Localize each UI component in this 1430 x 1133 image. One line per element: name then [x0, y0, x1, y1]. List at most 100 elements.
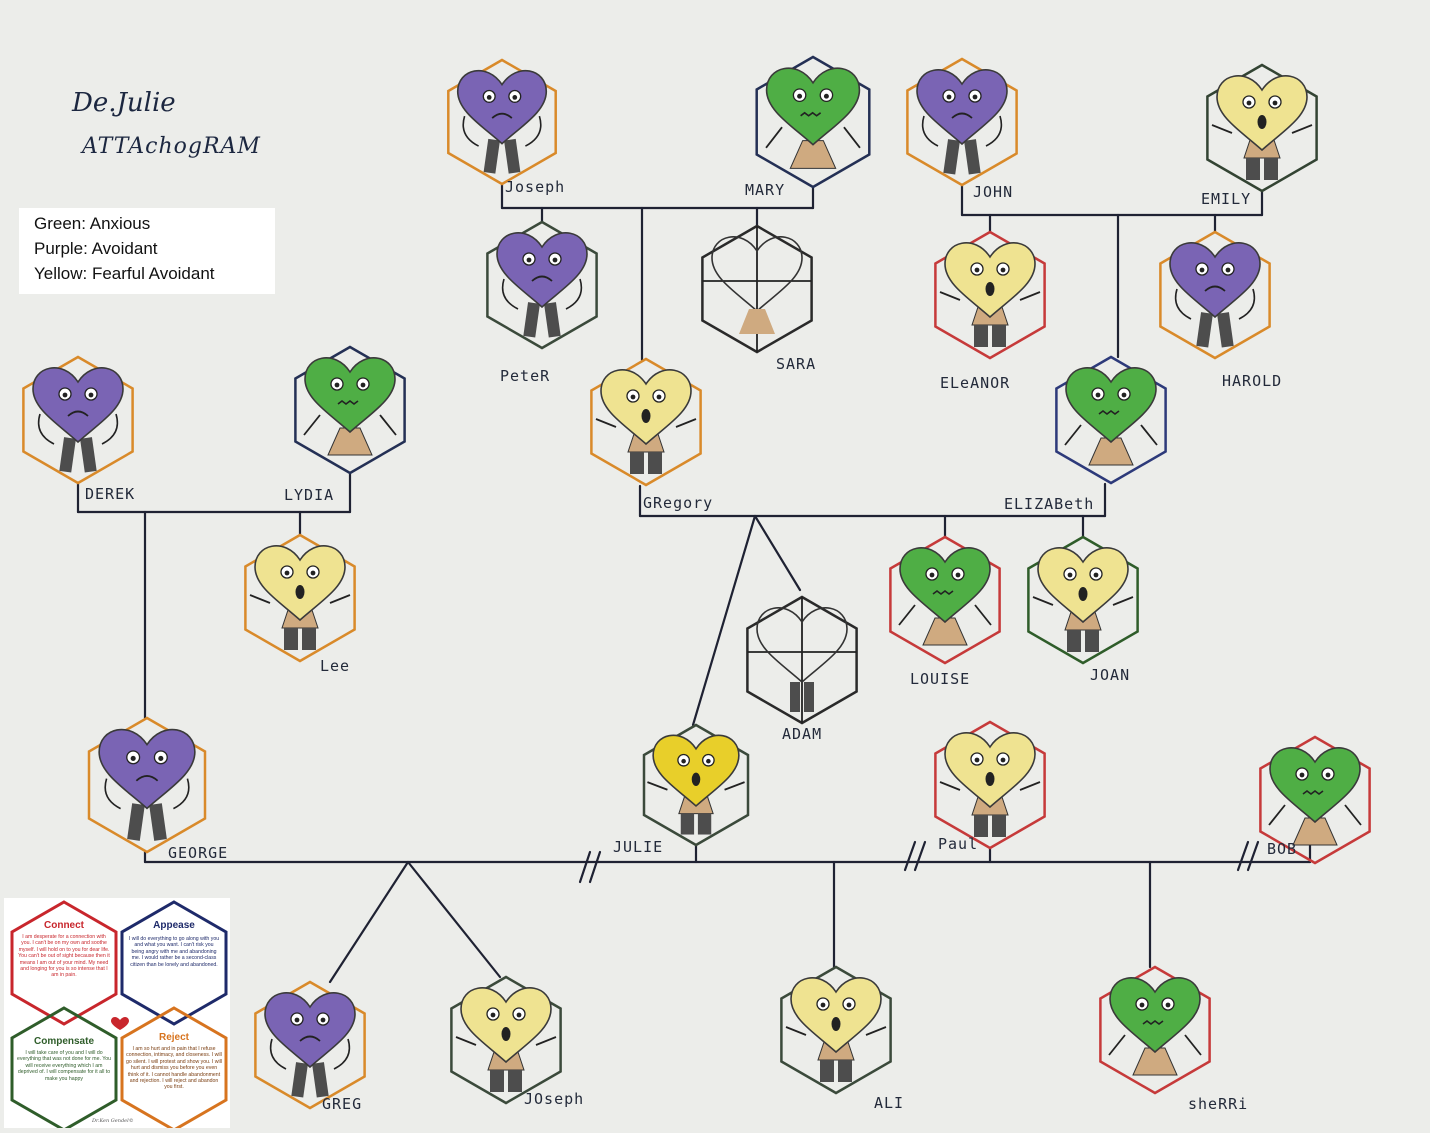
heart-icon — [98, 728, 196, 810]
hexagon — [642, 723, 750, 847]
person-node-mary — [755, 55, 871, 189]
hexagon — [1259, 735, 1371, 865]
name-adam: ADAM — [782, 725, 823, 743]
heart-icon — [944, 242, 1036, 319]
person-node-julie — [642, 723, 750, 847]
heart-icon — [1065, 367, 1157, 444]
name-eleanor: ELeANOR — [940, 374, 1011, 392]
name-ali: ALI — [874, 1094, 905, 1112]
person-node-lee — [244, 533, 356, 663]
hexagon — [934, 720, 1046, 850]
name-sara: SARA — [776, 355, 817, 373]
compensate-title: Compensate — [33, 1036, 94, 1047]
name-derek: DEREK — [85, 485, 136, 503]
relationship-line — [588, 850, 602, 884]
heart-icon — [1216, 75, 1308, 152]
name-joseph-child: JOseph — [524, 1090, 585, 1108]
name-gregory: GRegory — [643, 494, 714, 512]
color-legend: Green: Anxious Purple: Avoidant Yellow: … — [19, 208, 275, 294]
compensate-text: I will take care of you and I will do ev… — [16, 1050, 111, 1082]
hexagon — [87, 716, 207, 854]
relationship-line — [903, 840, 917, 872]
hexagon — [590, 357, 702, 487]
relationship-line — [1246, 840, 1260, 872]
hexagon — [755, 55, 871, 189]
relationship-line — [578, 850, 592, 884]
person-node-adam — [746, 595, 858, 725]
heart-icon — [254, 545, 346, 622]
name-louise: LOUISE — [910, 670, 971, 688]
heart-icon — [916, 69, 1008, 146]
heart-icon — [765, 67, 861, 146]
heart-icon — [899, 547, 991, 624]
name-mary: MARY — [745, 181, 786, 199]
hexagon — [1099, 965, 1211, 1095]
heart-icon — [111, 1017, 129, 1030]
hexagon — [450, 975, 562, 1105]
heart-icon — [264, 992, 356, 1069]
hexagon — [244, 533, 356, 663]
person-node-joseph — [450, 975, 562, 1105]
person-node-peter — [486, 220, 598, 350]
diagram-title: De.Julie — [72, 88, 176, 118]
person-node-george — [87, 716, 207, 854]
name-joan: JOAN — [1090, 666, 1131, 684]
heart-icon — [496, 232, 588, 309]
person-node-joan — [1027, 535, 1139, 665]
person-node-louise — [889, 535, 1001, 665]
name-sherri: sheRRi — [1188, 1095, 1249, 1113]
person-node-sherri — [1099, 965, 1211, 1095]
person-node-elizabeth — [1055, 355, 1167, 485]
person-node-paul — [934, 720, 1046, 850]
name-peter: PeteR — [500, 367, 551, 385]
name-bob: BOB — [1267, 840, 1298, 858]
relationship-line — [1236, 840, 1250, 872]
person-node-emily — [1206, 63, 1318, 193]
person-node-derek — [22, 355, 134, 485]
person-node-gregory — [590, 357, 702, 487]
hexagon — [934, 230, 1046, 360]
person-node-bob — [1259, 735, 1371, 865]
card-hexagons — [10, 900, 228, 1128]
attachment-styles-card: Connect I am desperate for a connection … — [4, 898, 230, 1128]
name-paul: Paul — [938, 835, 979, 853]
person-nodes — [22, 55, 1371, 1110]
connect-title: Connect — [44, 920, 84, 931]
hexagon — [1055, 355, 1167, 485]
legend-purple: Purple: Avoidant — [34, 239, 158, 258]
person-node-greg — [254, 980, 366, 1110]
reject-title: Reject — [158, 1032, 189, 1043]
name-john: JOHN — [973, 183, 1014, 201]
heart-icon — [460, 987, 552, 1064]
person-node-eleanor — [934, 230, 1046, 360]
person-node-harold — [1159, 230, 1271, 360]
relationship-line — [753, 514, 802, 592]
name-elizabeth: ELIZABeth — [1004, 495, 1095, 513]
name-lee: Lee — [320, 657, 351, 675]
heart-icon — [1169, 242, 1261, 319]
name-george: GEORGE — [168, 844, 229, 862]
hexagon — [1206, 63, 1318, 193]
legend-yellow: Yellow: Fearful Avoidant — [34, 264, 215, 283]
card-credit: Dr.Ken Gendel© — [92, 1118, 134, 1124]
heart-icon — [304, 357, 396, 434]
person-node-lydia — [294, 345, 406, 475]
hexagon — [1027, 535, 1139, 665]
person-node-sara — [701, 224, 813, 354]
name-lydia: LYDIA — [284, 486, 335, 504]
heart-icon — [790, 977, 882, 1054]
person-node-joseph — [447, 58, 557, 186]
heart-icon — [456, 69, 548, 145]
hexagon — [906, 57, 1018, 187]
hexagon — [447, 58, 557, 186]
heart-icon — [1037, 547, 1129, 624]
heart-icon — [600, 369, 692, 446]
relationship-line — [691, 514, 757, 727]
hexagon — [1159, 230, 1271, 360]
appease-text: I will do everything to go along with yo… — [128, 936, 220, 968]
hexagon — [294, 345, 406, 475]
name-julie: JULIE — [613, 838, 664, 856]
heart-icon — [1269, 747, 1361, 824]
